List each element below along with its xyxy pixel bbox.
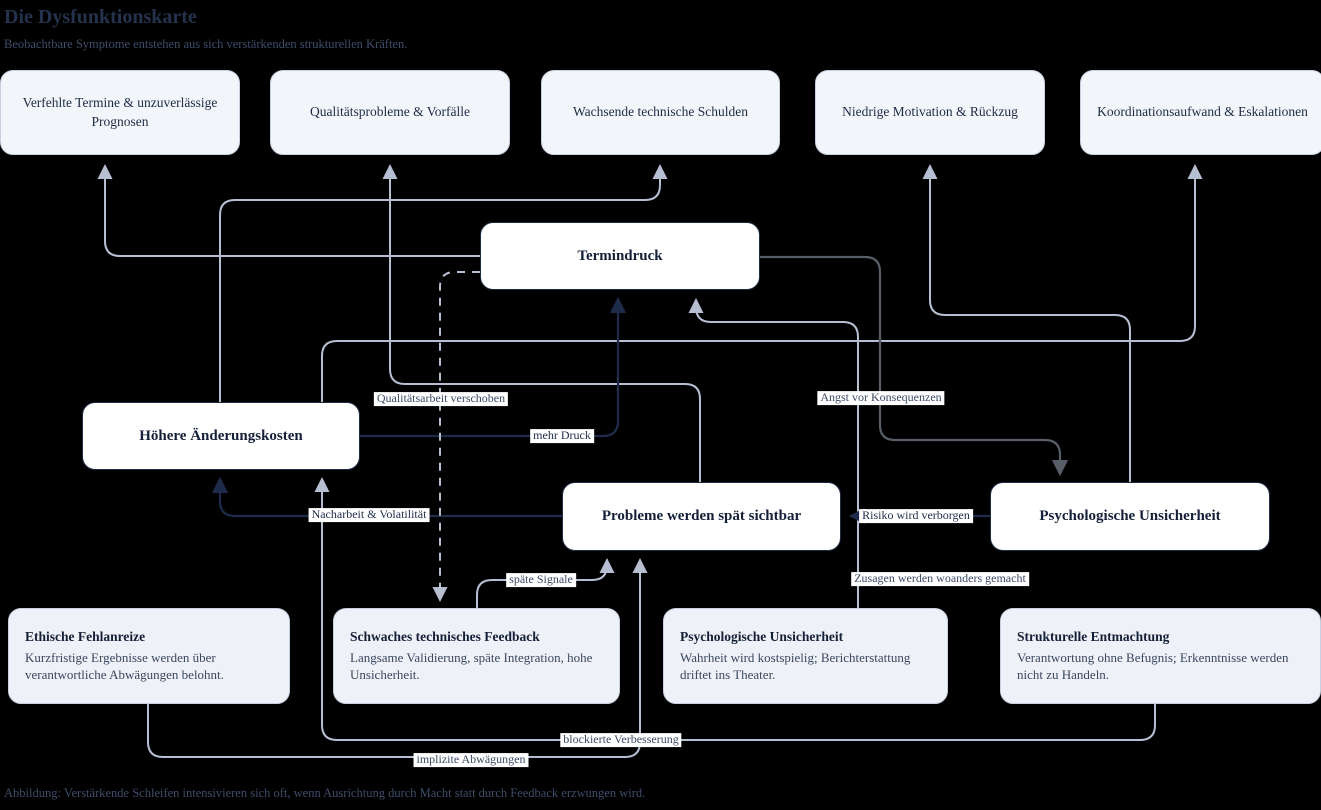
edge-angst-konsequenzen	[760, 255, 1069, 477]
node-description: Langsame Validierung, späte Integration,…	[350, 649, 593, 683]
node-description: Verantwortung ohne Befugnis; Erkenntniss…	[1017, 649, 1289, 683]
node-hoehere-aenderungskosten: Höhere Änderungskosten	[82, 402, 360, 470]
node-termindruck: Termindruck	[480, 222, 760, 290]
node-label: Termindruck	[577, 247, 663, 264]
node-label: Wachsende technische Schulden	[572, 104, 749, 120]
node-technische-schulden: Wachsende technische Schulden	[541, 70, 780, 155]
edge-label-qualitaetsarbeit-verschoben: Qualitätsarbeit verschoben	[373, 391, 509, 406]
node-label: Probleme werden spät sichtbar	[601, 508, 802, 524]
node-label: Verfehlte Termine & unzuverlässige Progn…	[22, 95, 218, 129]
edge-nacharbeit-volatilitaet	[211, 476, 562, 518]
node-ethische-fehlanreize: Ethische Fehlanreize Kurzfristige Ergebn…	[8, 608, 290, 704]
node-title: Schwaches technisches Feedback	[350, 629, 540, 645]
node-probleme-spaet-sichtbar: Probleme werden spät sichtbar	[562, 482, 841, 551]
edge-mehr-druck	[360, 296, 627, 438]
edge-aenderungskosten-koordination	[321, 164, 1203, 402]
node-title: Psychologische Unsicherheit	[680, 629, 844, 645]
node-niedrige-motivation: Niedrige Motivation & Rückzug	[815, 70, 1045, 155]
edge-label-zusagen-woanders: Zusagen werden woanders gemacht	[851, 571, 1029, 586]
edge-label-spaete-signale: späte Signale	[506, 572, 576, 587]
edge-termindruck-verfehlte-termine	[97, 164, 480, 257]
edge-qualitaetsarbeit-verschoben	[432, 271, 480, 602]
node-description: Kurzfristige Ergebnisse werden über vera…	[25, 649, 224, 683]
edge-zusagen-termindruck	[688, 298, 859, 608]
edge-label-risiko-wird-verborgen: Risiko wird verborgen	[859, 508, 973, 523]
edge-label-angst-vor-konsequenzen: Angst vor Konsequenzen	[817, 390, 945, 405]
node-psychologische-unsicherheit: Psychologische Unsicherheit	[990, 482, 1270, 551]
figure-caption: Abbildung: Verstärkende Schleifen intens…	[4, 786, 646, 800]
node-label: Koordinationsaufwand & Eskalationen	[1097, 104, 1308, 120]
edge-label-blockierte-verbesserung: blockierte Verbesserung	[560, 732, 682, 747]
node-qualitaetsprobleme: Qualitätsprobleme & Vorfälle	[270, 70, 510, 155]
node-label: Psychologische Unsicherheit	[1039, 508, 1221, 524]
node-title: Strukturelle Entmachtung	[1017, 629, 1170, 645]
node-schwaches-feedback: Schwaches technisches Feedback Langsame …	[333, 608, 620, 704]
node-label: Höhere Änderungskosten	[139, 427, 303, 444]
edge-unsicherheit-motivation	[922, 164, 1131, 482]
edge-label-mehr-druck: mehr Druck	[530, 428, 594, 443]
edge-implizite-abwaegungen	[147, 558, 648, 758]
edge-label-nacharbeit-volatilitaet: Nacharbeit & Volatilität	[308, 507, 430, 522]
page-title: Die Dysfunktionskarte	[4, 6, 197, 28]
node-psych-unsicherheit-quelle: Psychologische Unsicherheit Wahrheit wir…	[663, 608, 948, 704]
node-label: Qualitätsprobleme & Vorfälle	[310, 104, 470, 120]
edge-blockierte-verbesserung	[314, 477, 1156, 741]
node-verfehlte-termine: Verfehlte Termine & unzuverlässige Progn…	[0, 70, 240, 155]
node-description: Wahrheit wird kostspielig; Berichterstat…	[680, 649, 911, 683]
edge-probleme-qualitaetsprobleme	[382, 164, 701, 482]
node-title: Ethische Fehlanreize	[25, 629, 146, 645]
edge-label-implizite-abwaegungen: implizite Abwägungen	[413, 752, 529, 767]
node-label: Niedrige Motivation & Rückzug	[842, 104, 1018, 120]
page-subtitle: Beobachtbare Symptome entstehen aus sich…	[4, 37, 408, 51]
edge-aenderungskosten-tech-schulden	[219, 164, 668, 402]
node-koordinationsaufwand: Koordinationsaufwand & Eskalationen	[1080, 70, 1321, 155]
node-strukturelle-entmachtung: Strukturelle Entmachtung Verantwortung o…	[1000, 608, 1321, 704]
